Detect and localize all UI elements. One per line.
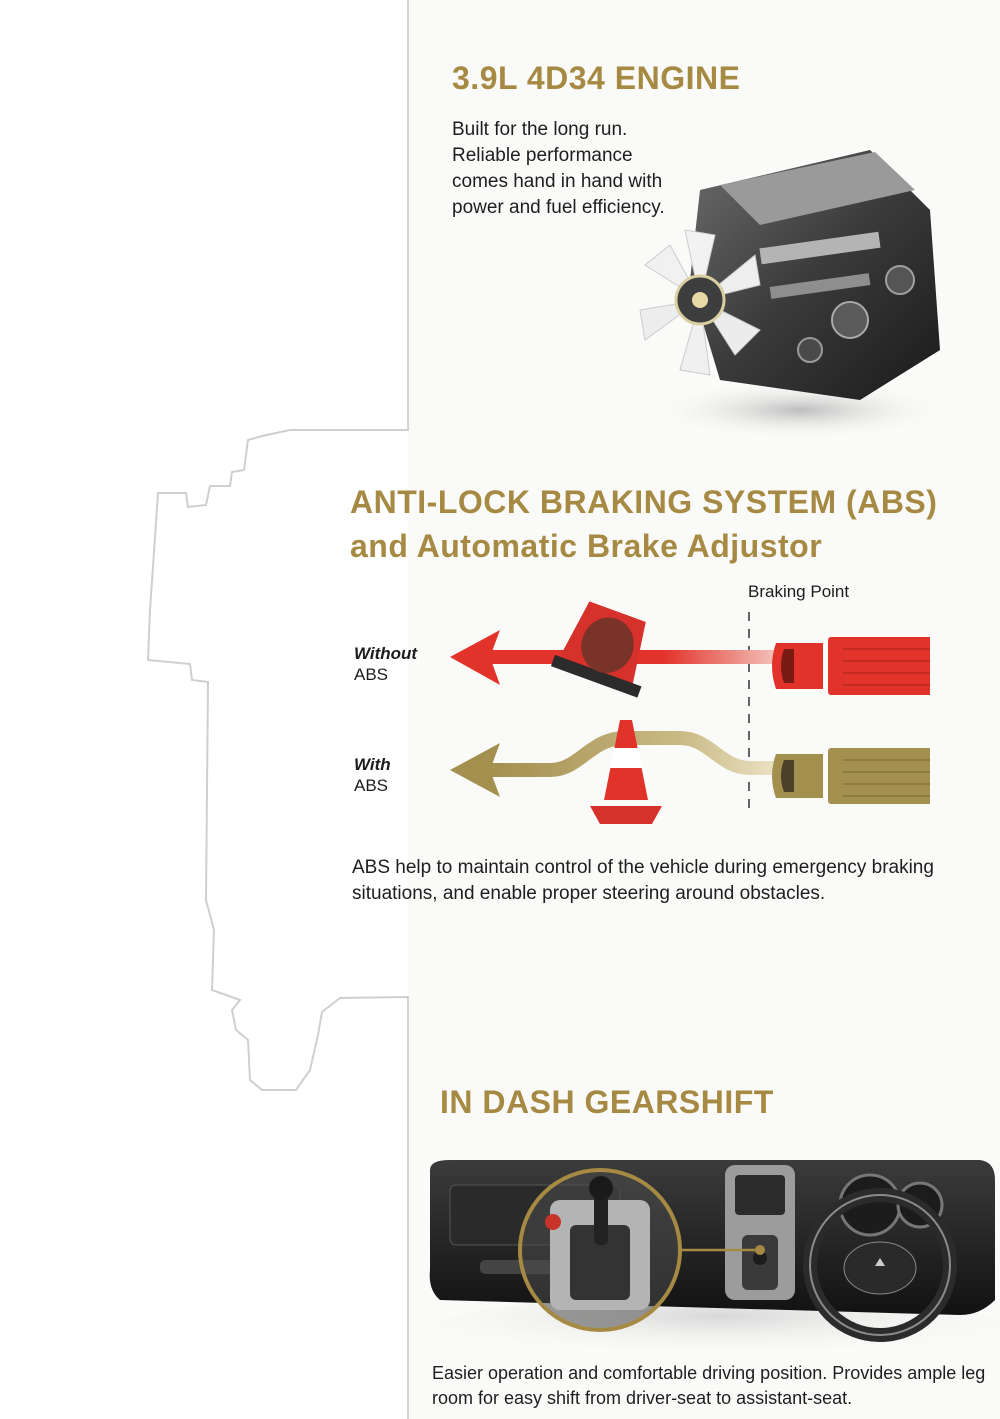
traffic-cone-icon [590,720,662,824]
abs-diagram [450,601,930,824]
gearshift-title: IN DASH GEARSHIFT [440,1084,774,1120]
gearshift-description: Easier operation and comfortable driving… [432,1363,986,1408]
olive-truck-icon [772,748,930,804]
braking-point-label: Braking Point [748,582,850,601]
abs-title-line-2: and Automatic Brake Adjustor [350,528,823,564]
tipped-cone-icon [550,601,646,698]
with-abs-arrow [450,731,780,797]
without-abs-label: Without ABS [354,643,417,685]
with-abs-label: With ABS [354,754,391,796]
with-abs-rest: ABS [354,776,389,795]
dashboard-image [429,1160,1000,1355]
abs-title-line-1: ANTI-LOCK BRAKING SYSTEM (ABS) [350,484,938,520]
engine-description: Built for the long run. Reliable perform… [452,119,665,218]
without-abs-bold: Without [354,644,418,663]
engine-title: 3.9L 4D34 ENGINE [452,60,741,96]
without-abs-rest: ABS [354,665,389,684]
abs-description: ABS help to maintain control of the vehi… [352,857,934,904]
red-truck-icon [772,637,930,695]
with-abs-bold: With [354,755,391,774]
engine-image [639,150,950,440]
